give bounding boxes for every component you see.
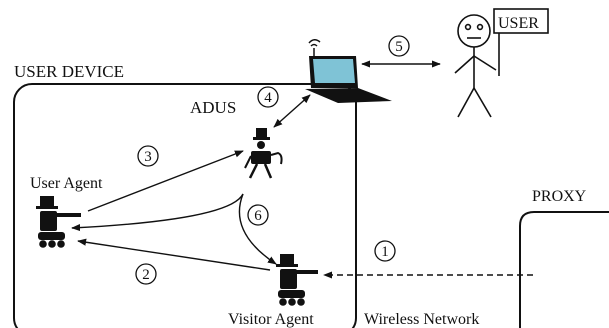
visitor-agent-label: Visitor Agent (228, 311, 314, 328)
arrow-step-4 (273, 94, 311, 128)
user-agent-label: User Agent (30, 175, 103, 192)
arrow-step-3 (87, 150, 244, 212)
laptop-icon (305, 39, 392, 103)
stick-figure-user-icon (454, 14, 497, 118)
user-agent-robot-icon (36, 196, 81, 248)
step-badge-4: 4 (257, 86, 279, 108)
user-sign: USER (493, 8, 549, 76)
step-number-1: 1 (381, 244, 389, 260)
wireless-network-label: Wireless Network (364, 311, 479, 328)
step-badge-2: 2 (135, 263, 157, 285)
step-number-5: 5 (395, 39, 403, 55)
step-number-3: 3 (144, 149, 152, 165)
step-badge-6: 6 (247, 204, 269, 226)
step-number-4: 4 (264, 90, 272, 106)
user-device-box: USER DEVICE (13, 62, 357, 328)
arrow-step-2 (77, 238, 271, 271)
step-badge-3: 3 (137, 145, 159, 167)
proxy-box: PROXY (519, 188, 609, 328)
step-number-2: 2 (142, 267, 150, 283)
adus-label: ADUS (190, 98, 236, 117)
step-badge-5: 5 (388, 35, 410, 57)
user-sign-label: USER (498, 15, 539, 32)
adus-robot-icon (244, 128, 283, 179)
arrow-step-6-to-visitor-agent (238, 193, 277, 265)
step-badge-1: 1 (374, 240, 396, 262)
visitor-agent-robot-icon (276, 254, 318, 306)
proxy-label: PROXY (532, 188, 587, 205)
step-number-6: 6 (254, 208, 262, 224)
arrow-step-6-to-user-agent (71, 193, 244, 232)
user-device-label: USER DEVICE (14, 62, 124, 81)
